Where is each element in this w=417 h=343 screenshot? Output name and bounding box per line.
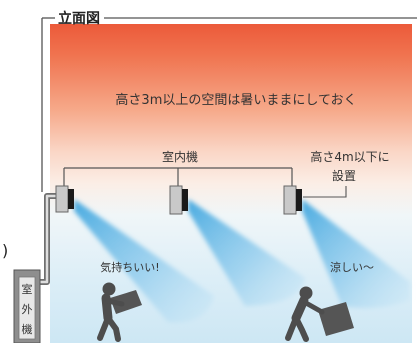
comfort-left-caption: 気持ちいい!	[100, 260, 159, 274]
air-stream-unit-2	[188, 199, 305, 306]
refrigerant-pipe	[38, 193, 57, 285]
air-stream-unit-3	[302, 199, 410, 308]
comfort-right-caption: 涼しい〜	[330, 260, 374, 274]
indoor-units-bracket	[63, 167, 293, 186]
height-note-leader-line	[303, 186, 347, 198]
ceiling-note: 高さ3m以上の空間は暑いままにしておく	[115, 92, 356, 108]
air-stream-unit-1	[74, 199, 214, 323]
outdoor-unit: 室 外 機	[13, 269, 41, 343]
outdoor-unit-label-2: 外	[22, 303, 33, 316]
indoor-units-label: 室内機	[162, 149, 198, 164]
outdoor-unit-label-3: 機	[22, 322, 33, 336]
worker-pushing-box-figure	[285, 286, 354, 342]
diagram-title: 立面図	[58, 10, 100, 27]
height-note-line2: 設置	[332, 168, 356, 183]
outdoor-unit-label-1: 室	[22, 282, 33, 296]
cool-air-streams	[74, 199, 410, 323]
height-note-line1: 高さ4m以下に	[310, 149, 389, 164]
worker-carrying-box-figure	[97, 282, 142, 342]
indoor-unit-1	[55, 185, 74, 213]
edge-fragment: )	[2, 241, 8, 260]
indoor-unit-3	[283, 185, 302, 215]
indoor-unit-2	[169, 185, 188, 215]
